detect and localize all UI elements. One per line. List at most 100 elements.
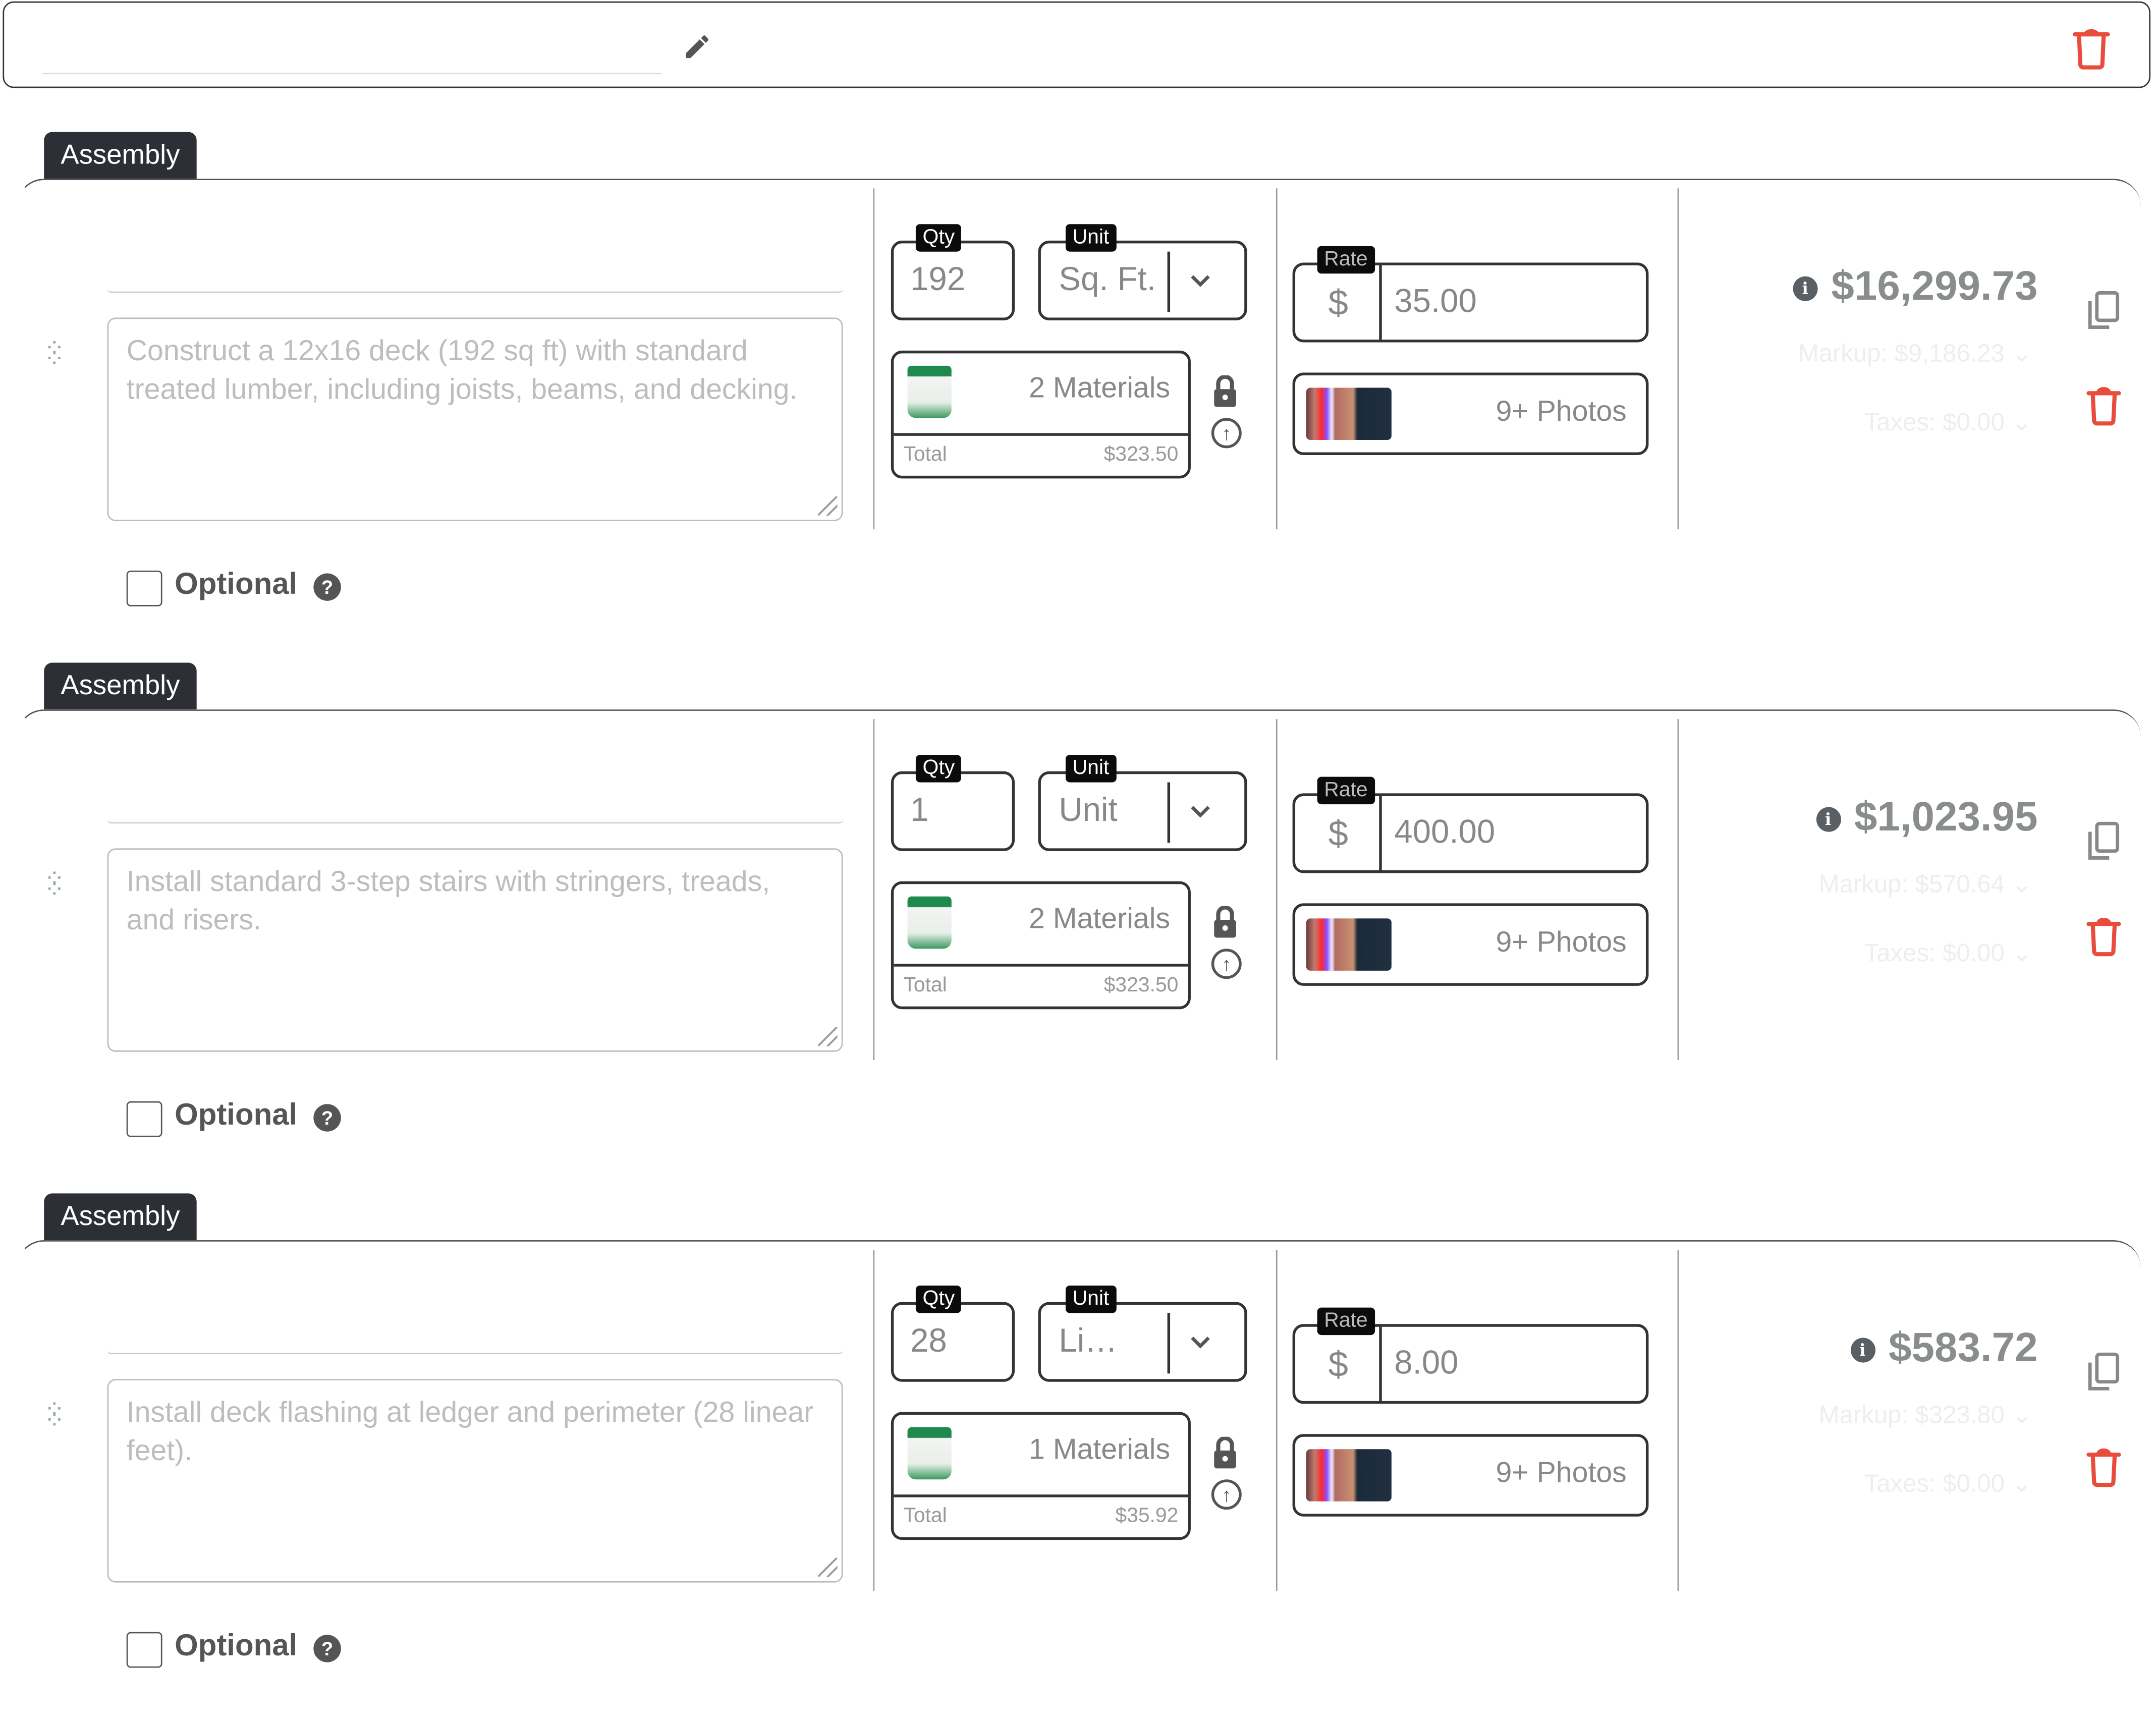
description-text: Construct a 12x16 deck (192 sq ft) with … [126,335,798,406]
lock-icon[interactable] [1213,375,1238,408]
unit-select[interactable]: Li… [1038,1302,1247,1382]
upload-icon[interactable]: ↑ [1211,418,1242,449]
taxes-toggle[interactable]: Taxes: $0.00 ⌄ [1864,408,2032,437]
taxes-toggle[interactable]: Taxes: $0.00 ⌄ [1864,939,2032,968]
resize-grip-icon[interactable] [818,1558,838,1577]
assembly-tab: Assembly [44,1193,197,1241]
help-icon[interactable]: ? [313,1635,341,1662]
qty-input[interactable]: 1 [891,771,1015,851]
optional-checkbox[interactable] [126,570,162,606]
help-icon[interactable]: ? [313,573,341,601]
upload-icon[interactable]: ↑ [1211,1479,1242,1510]
drag-handle-icon[interactable]: ⁘⁘ [44,334,68,373]
unit-label: Unit [1065,755,1116,783]
qty-value: 1 [910,792,929,829]
photo-thumbnail [1306,918,1392,971]
material-bucket-image [907,896,952,949]
photos-count: 9+ Photos [1496,1457,1627,1489]
trash-icon[interactable] [2086,1447,2122,1488]
divider [1677,719,1679,1061]
info-icon[interactable]: i [1850,1338,1875,1363]
unit-value: Li… [1059,1322,1118,1360]
unit-label: Unit [1065,1285,1116,1313]
trash-icon[interactable] [2086,916,2122,957]
qty-label: Qty [915,755,962,783]
trash-icon[interactable] [2071,26,2112,70]
unit-label: Unit [1065,224,1116,252]
line-total: i $1,023.95 [1815,795,2038,842]
materials-button[interactable]: 2 Materials Total $323.50 [891,881,1191,1010]
materials-count: 2 Materials [1029,903,1171,935]
unit-select[interactable]: Sq. Ft. [1038,240,1247,320]
divider [873,188,875,530]
assembly-item: Assembly ⁘⁘ Install standard 3-step stai… [0,662,2156,1193]
optional-label: Optional [175,1097,298,1132]
taxes-value: Taxes: $0.00 [1864,1470,2005,1497]
optional-checkbox[interactable] [126,1101,162,1137]
lock-icon[interactable] [1213,906,1238,939]
unit-value: Unit [1059,792,1118,829]
markup-toggle[interactable]: Markup: $323.80 ⌄ [1819,1401,2032,1430]
copy-icon[interactable] [2086,1352,2122,1393]
photos-button[interactable]: 9+ Photos [1292,372,1649,456]
price-value: $583.72 [1889,1325,2038,1371]
info-icon[interactable]: i [1793,276,1818,302]
qty-input[interactable]: 28 [891,1302,1015,1382]
chevron-down-icon: ⌄ [2011,1401,2032,1429]
rate-label: Rate [1317,776,1375,805]
price-value: $16,299.73 [1831,264,2038,310]
materials-button[interactable]: 2 Materials Total $323.50 [891,350,1191,479]
divider [1677,1250,1679,1591]
divider [873,719,875,1061]
materials-count: 1 Materials [1029,1434,1171,1466]
markup-toggle[interactable]: Markup: $570.64 ⌄ [1819,870,2032,899]
rate-value: 400.00 [1394,814,1496,851]
materials-total-label: Total [903,1504,947,1528]
info-icon[interactable]: i [1815,807,1841,832]
item-title-input[interactable] [107,289,843,293]
markup-toggle[interactable]: Markup: $9,186.23 ⌄ [1798,340,2032,368]
materials-total-value: $35.92 [1115,1504,1179,1528]
rate-input[interactable]: $ 8.00 [1292,1324,1649,1404]
rate-label: Rate [1317,1307,1375,1336]
unit-select[interactable]: Unit [1038,771,1247,851]
materials-button[interactable]: 1 Materials Total $35.92 [891,1412,1191,1540]
divider [1276,188,1278,530]
qty-value: 28 [910,1322,947,1360]
price-value: $1,023.95 [1854,795,2038,841]
rate-input[interactable]: $ 400.00 [1292,793,1649,873]
item-title-input[interactable] [107,819,843,824]
lock-icon[interactable] [1213,1436,1238,1470]
drag-handle-icon[interactable]: ⁘⁘ [44,1395,68,1434]
description-textarea[interactable]: Install deck flashing at ledger and peri… [107,1379,843,1583]
description-textarea[interactable]: Construct a 12x16 deck (192 sq ft) with … [107,317,843,521]
photos-button[interactable]: 9+ Photos [1292,903,1649,986]
optional-checkbox[interactable] [126,1632,162,1668]
help-icon[interactable]: ? [313,1104,341,1132]
chevron-down-icon [1191,1337,1210,1349]
chevron-down-icon [1191,806,1210,818]
pencil-icon[interactable] [682,32,712,62]
group-title-input[interactable] [42,73,661,75]
description-textarea[interactable]: Install standard 3-step stairs with stri… [107,848,843,1052]
unit-value: Sq. Ft. [1059,261,1156,299]
upload-icon[interactable]: ↑ [1211,949,1242,979]
materials-total-label: Total [903,973,947,997]
markup-value: Markup: $9,186.23 [1798,340,2005,367]
resize-grip-icon[interactable] [818,496,838,516]
trash-icon[interactable] [2086,385,2122,426]
materials-total-value: $323.50 [1103,442,1179,466]
qty-input[interactable]: 192 [891,240,1015,320]
drag-handle-icon[interactable]: ⁘⁘ [44,865,68,904]
copy-icon[interactable] [2086,290,2122,331]
markup-value: Markup: $323.80 [1818,1401,2005,1429]
item-title-input[interactable] [107,1350,843,1355]
taxes-toggle[interactable]: Taxes: $0.00 ⌄ [1864,1470,2032,1498]
photo-thumbnail [1306,387,1392,440]
resize-grip-icon[interactable] [818,1027,838,1046]
rate-label: Rate [1317,246,1375,274]
copy-icon[interactable] [2086,821,2122,862]
assembly-tab: Assembly [44,662,197,710]
rate-input[interactable]: $ 35.00 [1292,262,1649,343]
photos-button[interactable]: 9+ Photos [1292,1434,1649,1517]
